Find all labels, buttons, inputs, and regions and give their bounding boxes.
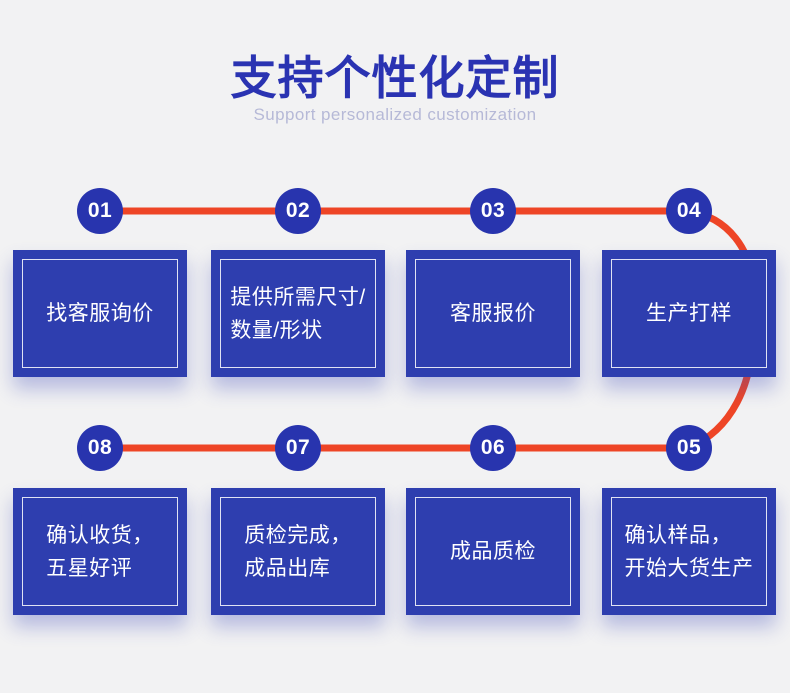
step-card-02: 提供所需尺寸/数量/形状 (211, 250, 385, 377)
step-card-03: 客服报价 (406, 250, 580, 377)
step-card-text: 客服报价 (450, 302, 536, 325)
step-card-text: 成品质检 (450, 540, 536, 563)
step-card-05: 确认样品，开始大货生产 (602, 488, 776, 615)
step-card-06: 成品质检 (406, 488, 580, 615)
step-card-01: 找客服询价 (13, 250, 187, 377)
step-badge-02: 02 (275, 188, 321, 234)
step-badge-04: 04 (666, 188, 712, 234)
step-number: 03 (480, 199, 506, 222)
step-card-07: 质检完成，成品出库 (211, 488, 385, 615)
step-number: 04 (676, 199, 702, 222)
step-card-text: 确认收货，五星好评 (46, 523, 154, 580)
step-badge-07: 07 (275, 425, 321, 471)
step-card-text: 确认样品，开始大货生产 (624, 523, 754, 580)
step-badge-08: 08 (77, 425, 123, 471)
step-number: 05 (676, 436, 702, 459)
step-card-text: 生产打样 (646, 302, 732, 325)
page-title: 支持个性化定制 (230, 52, 560, 104)
step-number: 02 (285, 199, 311, 222)
step-number: 01 (87, 199, 113, 222)
step-badge-06: 06 (470, 425, 516, 471)
step-card-04: 生产打样 (602, 250, 776, 377)
step-badge-05: 05 (666, 425, 712, 471)
step-number: 06 (480, 436, 506, 459)
step-badge-01: 01 (77, 188, 123, 234)
step-badge-03: 03 (470, 188, 516, 234)
step-card-text: 找客服询价 (46, 302, 154, 325)
step-card-text: 质检完成，成品出库 (244, 523, 352, 580)
step-card-text: 提供所需尺寸/数量/形状 (230, 285, 366, 342)
page-subtitle: Support personalized customization (253, 105, 537, 124)
step-card-08: 确认收货，五星好评 (13, 488, 187, 615)
step-number: 08 (87, 436, 113, 459)
step-number: 07 (285, 436, 311, 459)
